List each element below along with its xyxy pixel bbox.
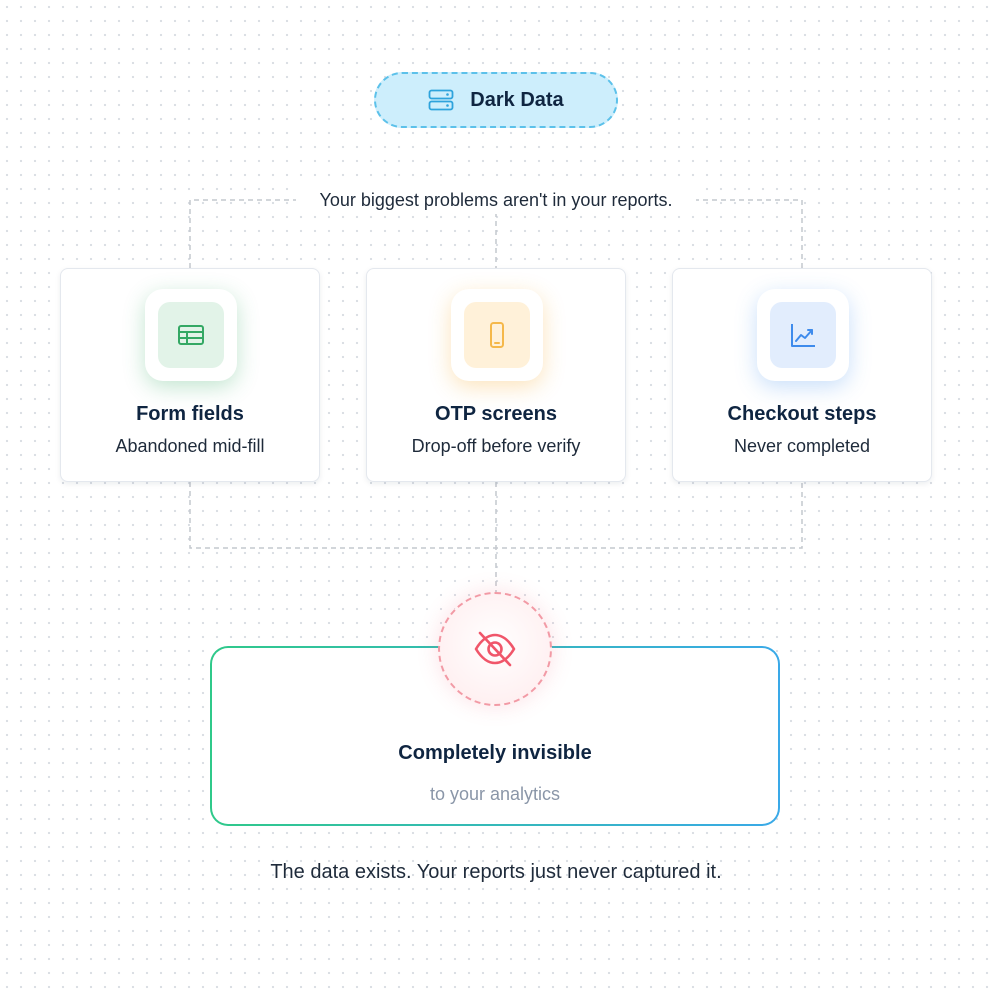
footer-note: The data exists. Your reports just never… [270,861,722,883]
connector-top-left [189,199,300,268]
badge-label: Dark Data [470,88,564,111]
connector-top-right [692,199,803,268]
card-icon-frame [451,289,543,381]
card-icon-frame [145,289,237,381]
card-otp-screens: OTP screens Drop-off before verify [366,268,626,482]
eye-off-badge [438,592,552,706]
table-form-icon [178,325,204,345]
result-subtitle: to your analytics [429,784,561,804]
eye-off-icon [474,631,516,667]
card-checkout-steps: Checkout steps Never completed [672,268,932,482]
card-subtitle: Abandoned mid-fill [115,436,265,456]
line-chart-icon [791,324,815,347]
mobile-phone-icon [490,322,504,348]
card-title: Checkout steps [727,403,877,425]
dark-data-badge: Dark Data [374,72,618,128]
card-title: OTP screens [435,403,557,425]
card-title: Form fields [136,403,244,425]
connector-bottom-bracket [189,482,803,549]
server-stack-icon [428,89,454,111]
card-icon-frame [757,289,849,381]
card-form-fields: Form fields Abandoned mid-fill [60,268,320,482]
card-subtitle: Drop-off before verify [411,436,581,456]
card-subtitle: Never completed [733,436,871,456]
result-title: Completely invisible [398,742,592,764]
tagline: Your biggest problems aren't in your rep… [296,186,696,214]
